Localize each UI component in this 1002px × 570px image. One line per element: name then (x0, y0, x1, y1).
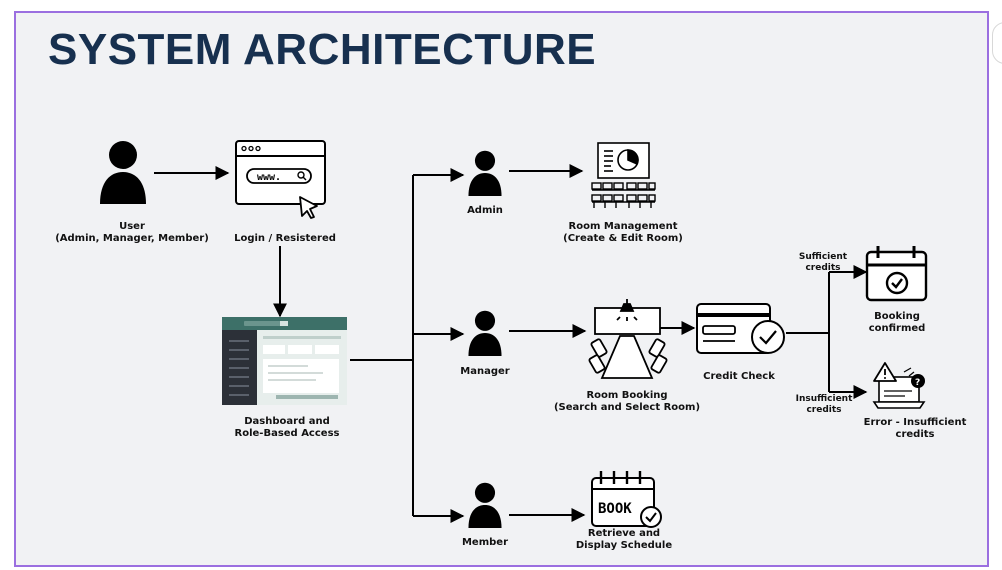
manager-icon (468, 310, 502, 356)
admin-icon (468, 150, 502, 196)
svg-text:www.: www. (257, 172, 281, 183)
member-icon (468, 482, 502, 528)
label-member: Member (461, 537, 509, 548)
svg-text:?: ? (915, 378, 920, 388)
error-warning-icon: ? (872, 362, 926, 409)
slide-frame: SYSTEM ARCHITECTURE (14, 11, 989, 567)
page-title: SYSTEM ARCHITECTURE (48, 25, 597, 74)
browser-login-icon: www. (235, 140, 326, 219)
user-icon (100, 141, 146, 204)
label-credit-check: Credit Check (703, 371, 775, 382)
label-user: User(Admin, Manager, Member) (55, 221, 209, 244)
room-management-icon (591, 142, 656, 208)
label-manager: Manager (460, 366, 510, 377)
label-admin: Admin (467, 205, 503, 216)
calendar-check-icon (865, 246, 928, 302)
svg-text:BOOK: BOOK (598, 501, 632, 517)
label-room-booking: Room Booking(Search and Select Room) (553, 390, 701, 413)
dashboard-thumbnail (222, 317, 347, 405)
room-booking-icon (588, 299, 668, 379)
connectors (154, 164, 868, 523)
credit-card-icon (696, 303, 785, 354)
label-login: Login / Resistered (234, 233, 336, 244)
label-room-management: Room Management(Create & Edit Room) (563, 221, 683, 244)
calendar-book-icon: BOOK (591, 471, 662, 528)
